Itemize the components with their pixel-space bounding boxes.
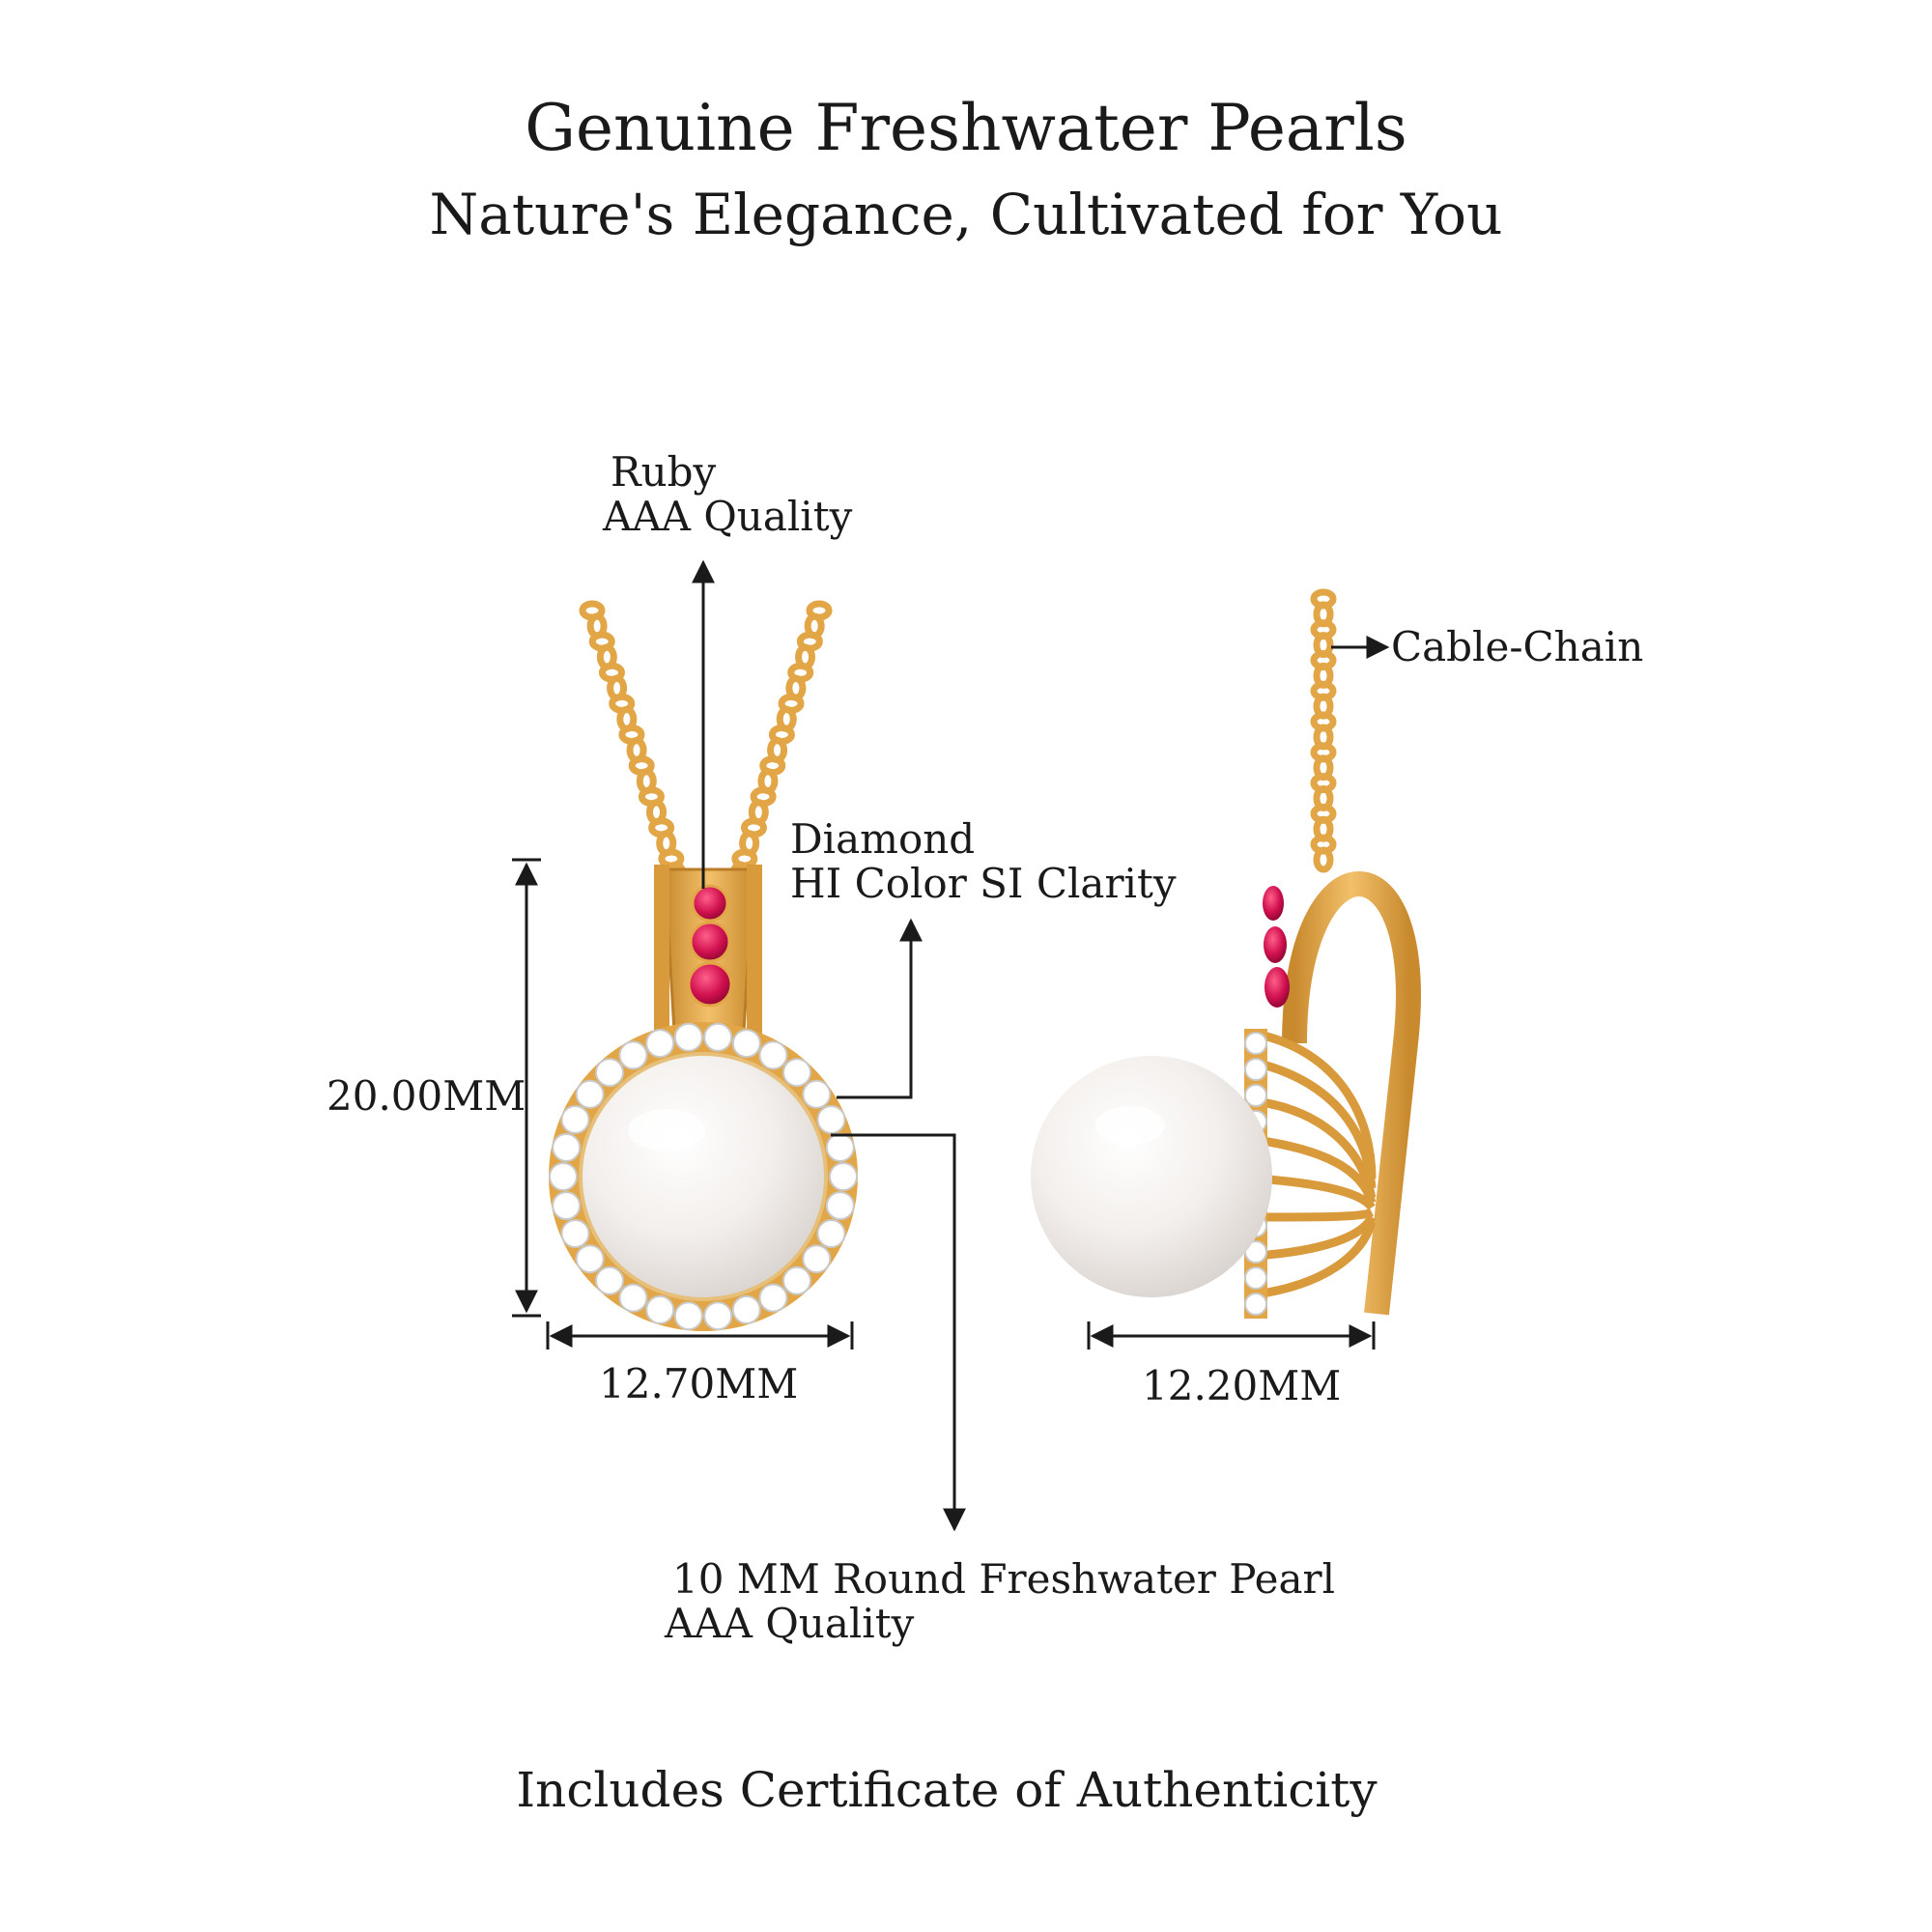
diamond-stone: [825, 1191, 855, 1221]
front-cable-chain: [579, 600, 833, 888]
diamond-stone: [1244, 1058, 1267, 1081]
diamond-stone: [1244, 1266, 1267, 1290]
ruby-name: Ruby: [611, 448, 717, 496]
diamond-stone: [758, 1040, 788, 1070]
ruby-stones: [687, 884, 733, 1008]
diamond-stone: [595, 1058, 624, 1088]
front-pearl: [579, 1052, 828, 1301]
chain-link: [1313, 846, 1334, 873]
diamond-stone: [758, 1283, 788, 1313]
diamond-stone: [645, 1294, 675, 1324]
diamond-stone: [816, 1105, 846, 1134]
diamond-stone: [703, 1301, 733, 1331]
diamond-stone: [560, 1105, 590, 1134]
side-pearl: [1031, 1056, 1272, 1297]
diamond-stone: [1244, 1293, 1267, 1316]
diamond-stone: [829, 1162, 858, 1191]
side-width-dimension-label: 12.20MM: [1142, 1362, 1342, 1409]
diamond-stone: [575, 1079, 605, 1109]
diamond-stone: [673, 1022, 703, 1052]
chain-label: Cable-Chain: [1391, 623, 1644, 670]
diamond-halo: [549, 1022, 858, 1331]
side-cable-chain: [1310, 588, 1337, 873]
pearl-quality: AAA Quality: [665, 1600, 915, 1647]
diamond-stone: [802, 1244, 832, 1274]
pearl-arrow: [831, 1133, 966, 1532]
diamond-stone: [816, 1219, 846, 1248]
height-dimension-label: 20.00MM: [327, 1072, 526, 1120]
diamond-stone: [645, 1029, 675, 1059]
measurement-lines: [512, 559, 1390, 1532]
diamond-stone: [575, 1244, 605, 1274]
diamond-stone: [549, 1162, 578, 1191]
diamond-stone: [595, 1265, 624, 1295]
diamond-stone: [731, 1294, 761, 1324]
diamond-label: Diamond HI Color SI Clarity: [790, 817, 1177, 906]
diamond-stone: [552, 1191, 582, 1221]
side-basket: [1254, 1029, 1377, 1299]
diamond-stone: [1244, 1084, 1267, 1107]
diamond-arrow: [837, 918, 923, 1099]
diamond-stone: [782, 1265, 811, 1295]
diamond-stone: [782, 1058, 811, 1088]
diamond-stone: [673, 1301, 703, 1331]
diamond-stone: [560, 1219, 590, 1248]
side-view: [1031, 588, 1421, 1319]
diamond-stone: [552, 1132, 582, 1162]
diamond-stone: [618, 1283, 648, 1313]
ruby-quality: AAA Quality: [603, 493, 853, 540]
side-ruby-stones: [1263, 886, 1290, 1008]
page-subtitle: Nature's Elegance, Cultivated for You: [429, 182, 1503, 247]
page-title: Genuine Freshwater Pearls: [525, 91, 1407, 165]
diamond-stone: [802, 1079, 832, 1109]
diamond-stone: [703, 1022, 733, 1052]
front-width-dimension-label: 12.70MM: [599, 1360, 799, 1407]
diamond-stone: [825, 1132, 855, 1162]
pearl-label: 10 MM Round Freshwater Pearl AAA Quality: [665, 1555, 1336, 1646]
diamond-stone: [1244, 1032, 1267, 1055]
ruby-label: Ruby AAA Quality: [603, 448, 852, 539]
diamond-quality: HI Color SI Clarity: [790, 860, 1177, 907]
diamond-name: Diamond: [790, 815, 976, 863]
front-view: [549, 600, 858, 1331]
certificate-note: Includes Certificate of Authenticity: [516, 1762, 1378, 1818]
diamond-stone: [618, 1040, 648, 1070]
diamond-stone: [731, 1029, 761, 1059]
side-bail: [1282, 871, 1421, 1316]
pearl-name: 10 MM Round Freshwater Pearl: [672, 1555, 1336, 1603]
